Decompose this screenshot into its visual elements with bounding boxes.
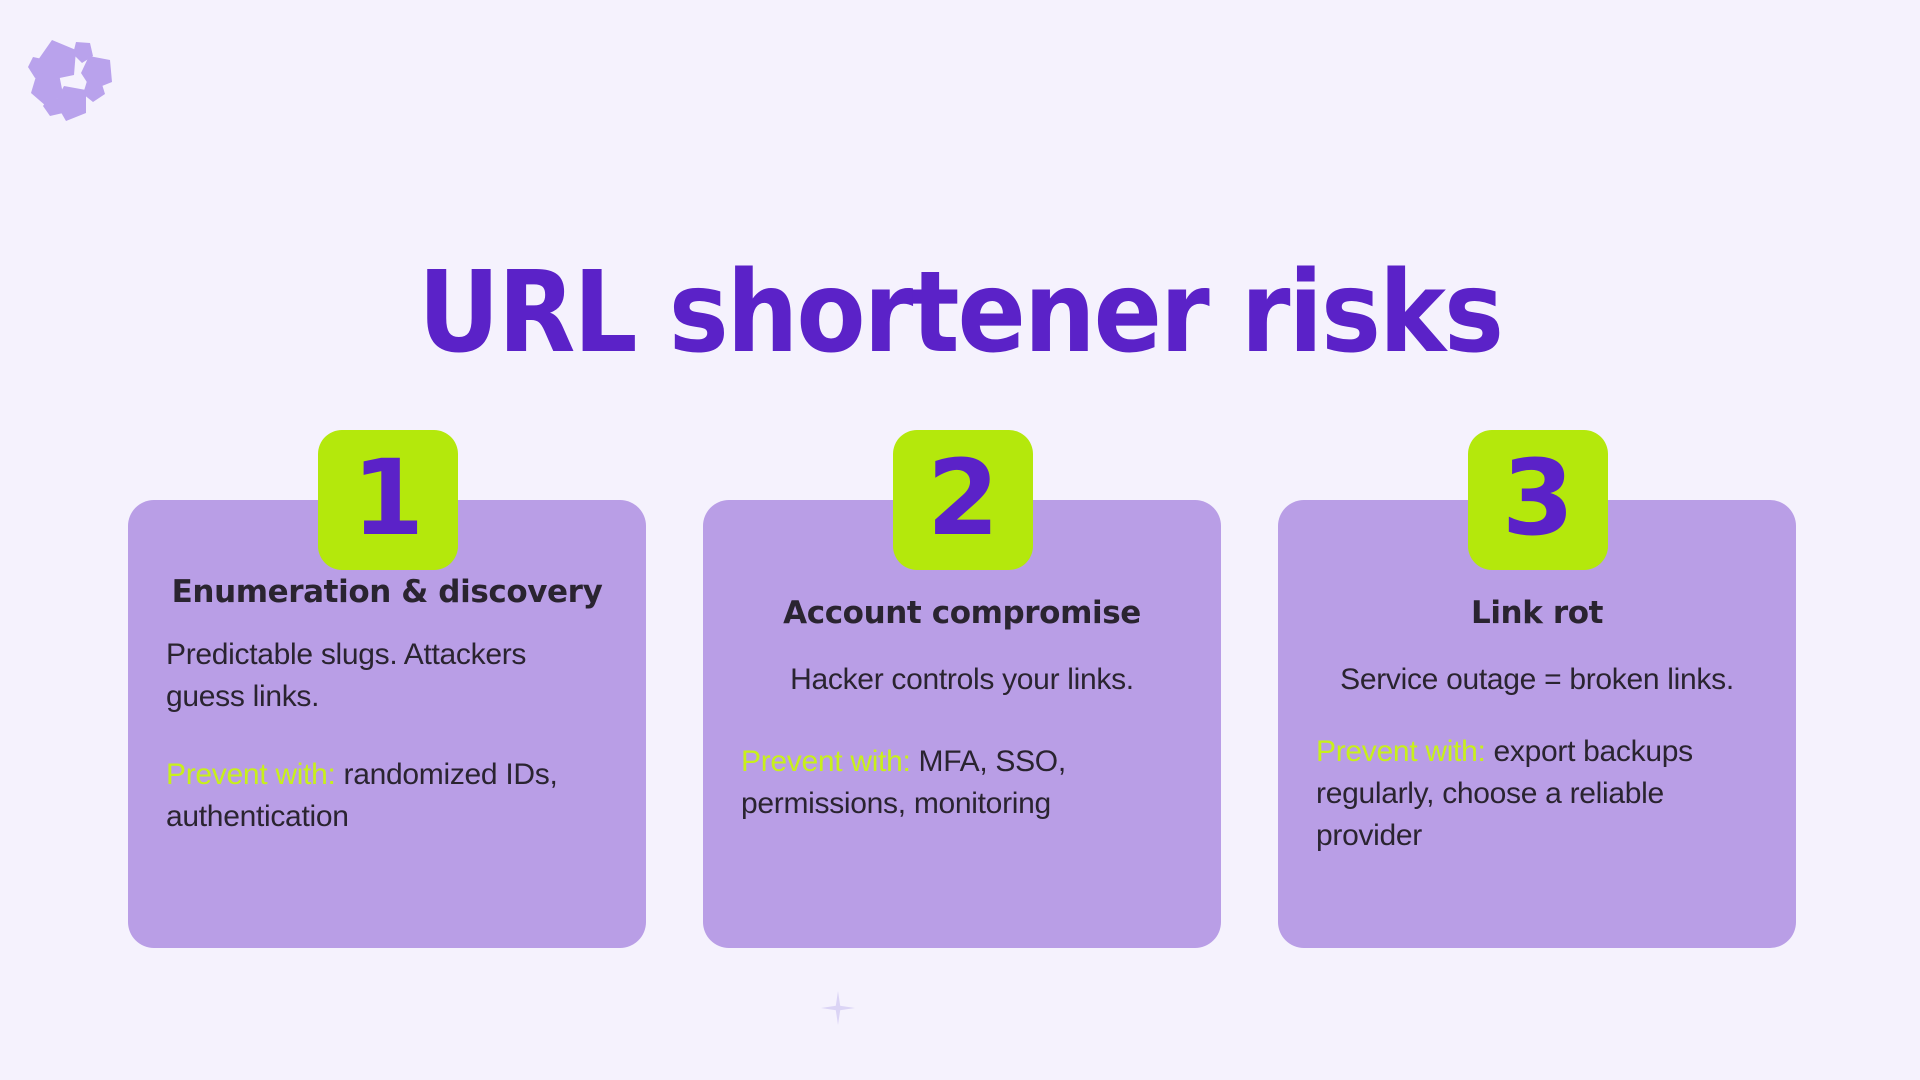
risk-card-2-heading: Account compromise: [783, 595, 1141, 631]
risk-card-3-body: Link rot Service outage = broken links. …: [1278, 500, 1796, 948]
logo-pentagon-small-bottomright: [83, 81, 105, 102]
risk-card-2-prevent-label: Prevent with:: [741, 745, 911, 778]
logo-pentagon-small-topright: [73, 42, 93, 63]
risk-cards-row: 1 Enumeration & discovery Predictable sl…: [0, 430, 1920, 960]
risk-card-1-prevent-label: Prevent with:: [166, 758, 336, 791]
risk-card-1-body: Enumeration & discovery Predictable slug…: [128, 500, 646, 948]
risk-card-1-prevention: Prevent with: randomized IDs, authentica…: [166, 718, 608, 838]
page-title: URL shortener risks: [418, 248, 1504, 379]
risk-card-1-number-badge: 1: [318, 430, 458, 570]
risk-card-3: 3 Link rot Service outage = broken links…: [1278, 430, 1796, 948]
risk-card-3-prevention: Prevent with: export backups regularly, …: [1316, 701, 1758, 857]
risk-card-2-body: Account compromise Hacker controls your …: [703, 500, 1221, 948]
logo-pentagon-small-left: [28, 57, 48, 78]
risk-card-2-prevent-text: MFA, SSO, permissions, monitoring: [741, 745, 1066, 820]
risk-card-3-description: Service outage = broken links.: [1340, 663, 1734, 696]
risk-card-3-number-badge: 3: [1468, 430, 1608, 570]
sparkle-icon: [820, 990, 856, 1026]
risk-card-2-number-badge: 2: [893, 430, 1033, 570]
risk-card-3-heading: Link rot: [1470, 595, 1604, 631]
risk-card-2: 2 Account compromise Hacker controls you…: [703, 430, 1221, 948]
risk-card-1-heading: Enumeration & discovery: [171, 574, 603, 610]
risk-card-1-description: Predictable slugs. Attackers guess links…: [166, 638, 527, 713]
risk-card-3-number: 3: [1501, 437, 1575, 559]
pentagon-cluster-logo: [14, 18, 144, 148]
logo-pentagon-mid-left: [31, 73, 63, 106]
risk-card-1-number: 1: [351, 437, 425, 559]
logo-pentagon-small-bottomleft: [43, 97, 63, 116]
risk-card-1: 1 Enumeration & discovery Predictable sl…: [128, 430, 646, 948]
risk-card-2-description: Hacker controls your links.: [790, 663, 1134, 696]
risk-card-3-prevent-text: export backups regularly, choose a relia…: [1316, 735, 1693, 852]
risk-card-2-number: 2: [926, 437, 1000, 559]
risk-card-1-prevent-text: randomized IDs, authentication: [166, 758, 558, 833]
risk-card-2-prevention: Prevent with: MFA, SSO, permissions, mon…: [741, 701, 1183, 825]
risk-card-3-prevent-label: Prevent with:: [1316, 735, 1486, 768]
